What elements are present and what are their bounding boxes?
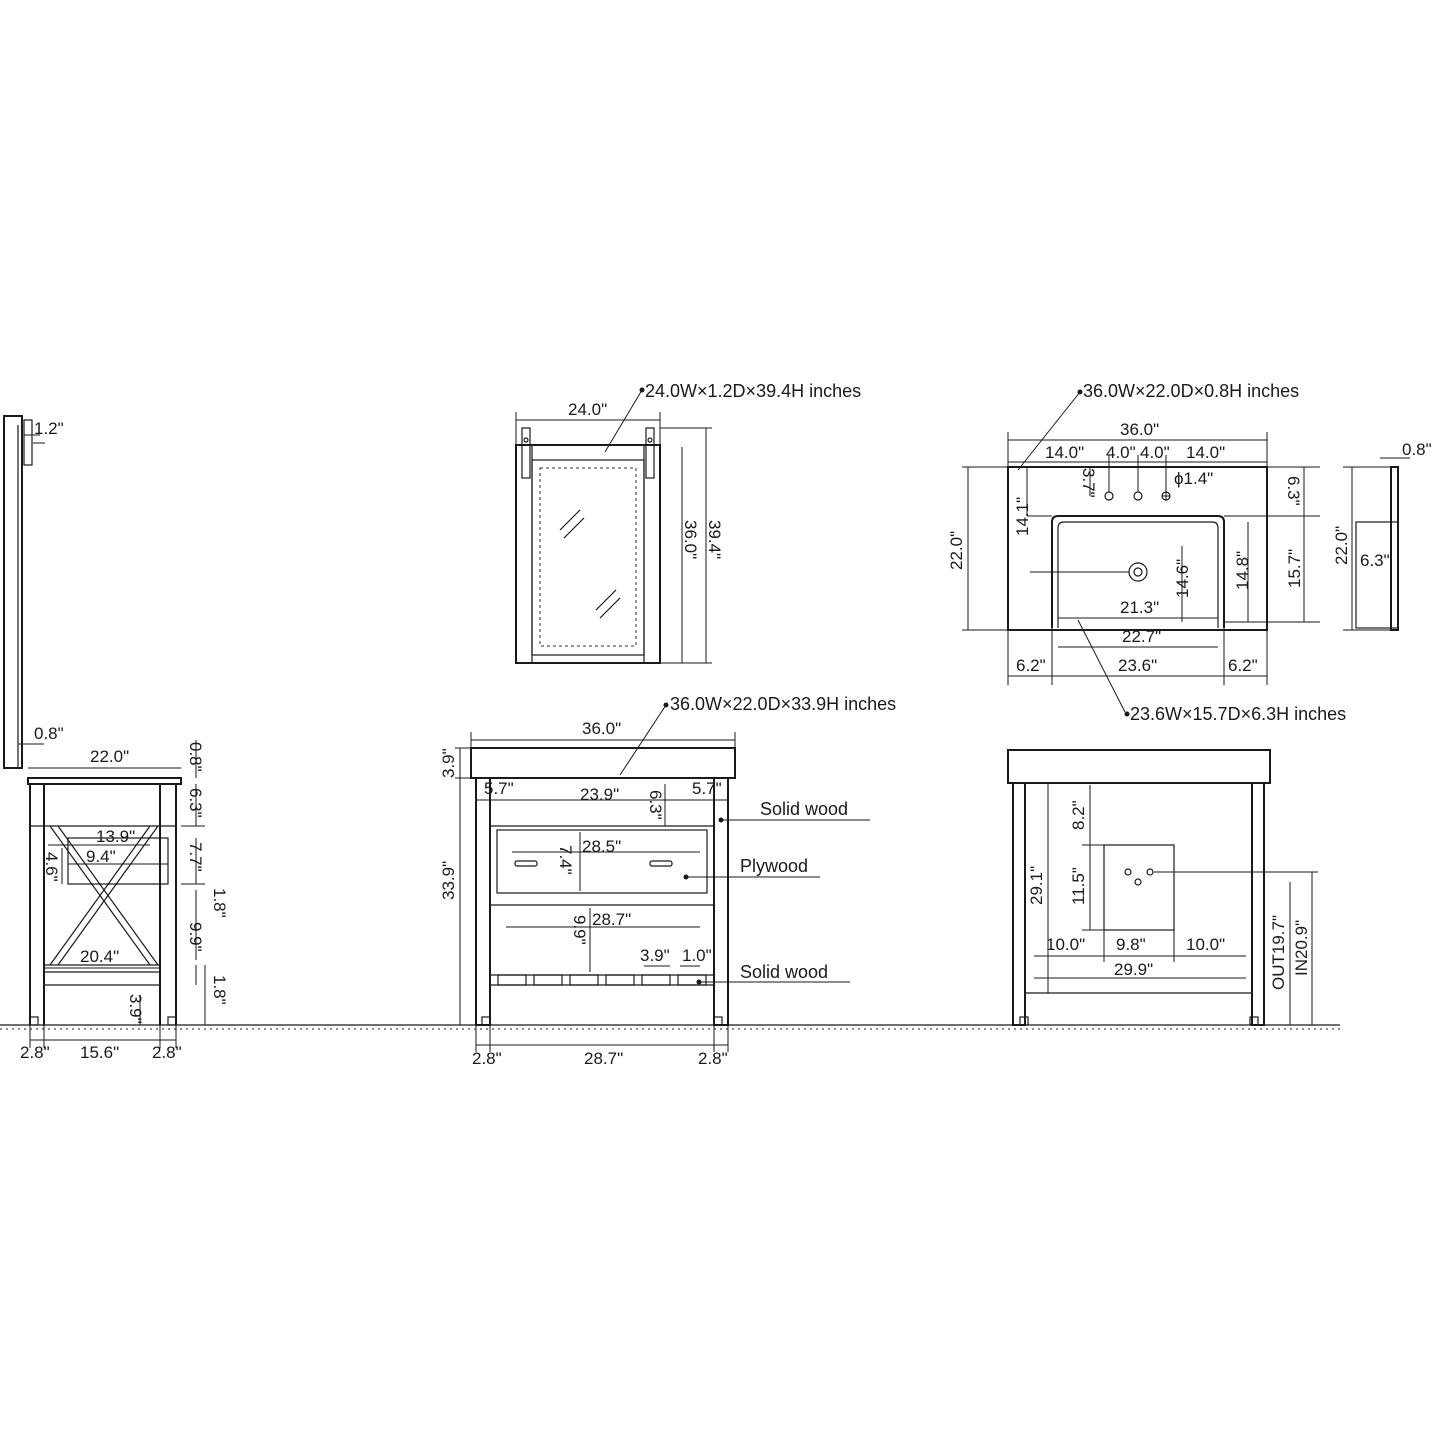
sink-spec-label: 23.6W×15.7D×6.3H inches <box>1130 704 1346 724</box>
front-side-right-label: 5.7" <box>692 779 722 798</box>
back-inner-width-label: 29.9" <box>1114 960 1153 979</box>
hole-gap-a-label: 4.0" <box>1106 443 1136 462</box>
back-outlet-out-label: OUT19.7" <box>1269 915 1288 990</box>
bowl-width-label: 22.7" <box>1122 627 1161 646</box>
side-opening-height-label: 9.9" <box>186 922 205 952</box>
hole-diameter-label: ϕ1.4" <box>1174 469 1213 488</box>
back-left-margin-label: 10.0" <box>1046 935 1085 954</box>
front-solid-wood-bottom-label: Solid wood <box>740 962 828 982</box>
floor-line <box>0 1024 1340 1030</box>
front-spec-label: 36.0W×22.0D×33.9H inches <box>670 694 896 714</box>
side-drawer-inner-label: 9.4" <box>86 847 116 866</box>
vanity-back-view <box>1007 749 1271 1026</box>
back-right-margin-label: 10.0" <box>1186 935 1225 954</box>
front-width-label: 36.0" <box>582 719 621 738</box>
vanity-back-dimensions <box>1034 783 1318 1025</box>
sink-width-label: 23.6" <box>1118 656 1157 675</box>
front-plywood-label: Plywood <box>740 856 808 876</box>
countertop-side-depth-label: 22.0" <box>1332 526 1351 565</box>
front-opening-width-label: 28.7" <box>592 910 631 929</box>
front-apron-height-label: 6.3" <box>646 790 665 820</box>
back-panel-top-label: 8.2" <box>1069 800 1088 830</box>
countertop-thickness-label: 0.8" <box>1402 440 1432 459</box>
front-leg-left-label: 2.8" <box>472 1049 502 1068</box>
back-outlet-in-label: IN20.9" <box>1292 920 1311 976</box>
side-shelf-thickness-label: 1.8" <box>210 975 229 1005</box>
back-inner-height-label: 29.1" <box>1027 866 1046 905</box>
mirror-overall-height-label: 39.4" <box>705 520 724 559</box>
sink-depth-overall-label: 15.7" <box>1285 549 1304 588</box>
back-panel-height-label: 11.5" <box>1069 867 1088 905</box>
back-panel-width-label: 9.8" <box>1116 935 1146 954</box>
mirror-side-depth-label: 1.2" <box>34 419 64 438</box>
right-offset-label: 6.3" <box>1284 476 1303 506</box>
front-top-height-label: 3.9" <box>439 748 458 778</box>
front-drawer-height-label: 7.4" <box>556 845 575 875</box>
hole-left-label: 14.0" <box>1045 443 1084 462</box>
side-right-label: 6.2" <box>1228 656 1258 675</box>
side-top-overhang-label: 0.8" <box>34 724 64 743</box>
mirror-front-view <box>515 427 661 664</box>
vanity-front-view <box>470 747 736 1026</box>
side-foot-height-label: 3.9" <box>126 994 145 1024</box>
drain-offset-label: 14.6" <box>1173 559 1192 598</box>
inner-width-label: 21.3" <box>1120 598 1159 617</box>
countertop-width-label: 36.0" <box>1120 420 1159 439</box>
side-apron-height-label: 6.3" <box>186 788 205 818</box>
sink-depth-inner-label: 14.8" <box>1233 551 1252 590</box>
mirror-spec-label: 24.0W×1.2D×39.4H inches <box>645 381 861 401</box>
front-slat-gap-label: 1.0" <box>682 946 712 965</box>
front-total-height-label: 33.9" <box>439 861 458 900</box>
front-solid-wood-top-label: Solid wood <box>760 799 848 819</box>
hole-setback-label: 3.7" <box>1079 468 1098 498</box>
side-leg-left-label: 2.8" <box>20 1043 50 1062</box>
mirror-side-view <box>3 415 45 769</box>
sink-offset-label: 14.1" <box>1013 497 1032 536</box>
front-opening-height-label: 9.9" <box>570 915 589 945</box>
side-drawer-depth-label: 13.9" <box>96 827 135 846</box>
hole-right-label: 14.0" <box>1186 443 1225 462</box>
countertop-dimensions <box>962 389 1320 717</box>
countertop-side-view <box>1343 457 1410 631</box>
front-drawer-width-label: 28.5" <box>582 837 621 856</box>
side-drawer-inner-height-label: 4.6" <box>42 852 61 882</box>
mirror-frame-height-label: 36.0" <box>681 520 700 559</box>
front-leg-right-label: 2.8" <box>698 1049 728 1068</box>
vanity-front-dimensions <box>455 702 870 1052</box>
vanity-side-dimensions <box>18 740 206 1048</box>
vanity-side-view <box>27 777 182 1026</box>
mirror-width-label: 24.0" <box>568 400 607 419</box>
hole-gap-b-label: 4.0" <box>1140 443 1170 462</box>
side-drawer-height-label: 7.7" <box>186 842 205 872</box>
mirror-dimensions <box>515 387 712 664</box>
side-rail-height-label: 1.8" <box>210 888 229 918</box>
front-side-left-label: 5.7" <box>484 779 514 798</box>
side-left-label: 6.2" <box>1016 656 1046 675</box>
countertop-side-sink-height-label: 6.3" <box>1360 551 1390 570</box>
front-slat-width-label: 3.9" <box>640 946 670 965</box>
countertop-spec-label: 36.0W×22.0D×0.8H inches <box>1083 381 1299 401</box>
front-leg-span-label: 28.7" <box>584 1049 623 1068</box>
side-leg-span-label: 15.6" <box>80 1043 119 1062</box>
side-shelf-depth-label: 20.4" <box>80 947 119 966</box>
side-leg-right-label: 2.8" <box>152 1043 182 1062</box>
front-apron-width-label: 23.9" <box>580 785 619 804</box>
side-top-thickness-label: 0.8" <box>186 742 205 772</box>
countertop-depth-label: 22.0" <box>947 531 966 570</box>
side-depth-label: 22.0" <box>90 747 129 766</box>
